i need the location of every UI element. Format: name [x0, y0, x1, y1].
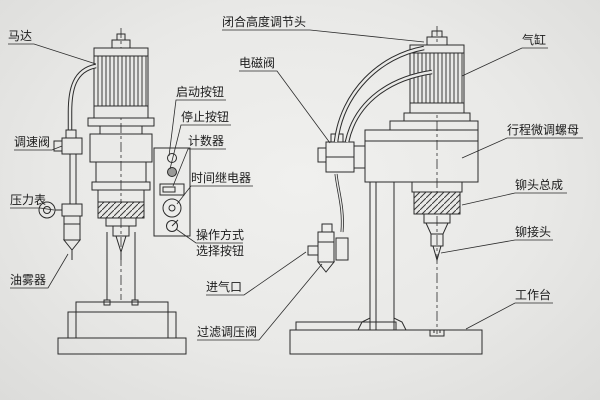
label-stop-button: 停止按钮 [181, 109, 229, 124]
pressure-gauge-dial [38, 201, 56, 219]
left-head [89, 125, 153, 306]
filter-regulator-unit [307, 173, 349, 273]
label-mode-line2: 选择按钮 [196, 243, 244, 258]
label-rivet-head-assembly: 铆头总成 [515, 177, 563, 192]
left-tool-point [115, 235, 127, 254]
rivet-head-hatched [413, 191, 461, 215]
left-hose [67, 63, 97, 130]
leader-mode-selector [175, 228, 243, 244]
right-base [289, 321, 483, 355]
left-base [57, 301, 187, 355]
regulator-knob[interactable] [321, 223, 333, 233]
mode-selector-switch[interactable] [166, 220, 178, 232]
label-time-relay: 时间继电器 [191, 171, 251, 185]
label-solenoid-valve: 电磁阀 [239, 55, 275, 70]
label-filter-regulator: 过滤调压阀 [197, 325, 257, 339]
stop-button[interactable] [167, 167, 177, 177]
leader-air-cylinder [461, 47, 548, 77]
air-hoses [333, 45, 433, 143]
air-cylinder-body [403, 30, 471, 122]
label-worktable: 工作台 [515, 287, 551, 302]
left-machine [38, 28, 191, 355]
speed-valve-body [61, 137, 83, 155]
worktable-t-slot [429, 330, 445, 337]
label-oil-mister: 油雾器 [10, 273, 46, 287]
label-rivet-joint: 铆接头 [515, 224, 551, 239]
label-pressure-gauge: 压力表 [10, 193, 46, 207]
leader-solenoid-valve [239, 70, 331, 144]
left-motor [87, 33, 155, 127]
left-rivet-head [97, 201, 145, 219]
counter-display [159, 183, 185, 196]
label-speed-valve: 调速阀 [14, 135, 50, 149]
label-mode-line1: 操作方式 [196, 227, 244, 242]
time-relay-dial[interactable] [162, 198, 182, 218]
label-stroke-fine-nut: 行程微调螺母 [507, 122, 579, 137]
leader-lines [8, 29, 583, 341]
label-air-cylinder: 气缸 [522, 32, 546, 47]
filter-bowl [317, 231, 335, 263]
leader-speed-valve [14, 145, 63, 151]
left-air-prep [38, 63, 97, 260]
leader-worktable [465, 302, 553, 330]
solenoid-valve [317, 133, 355, 173]
speed-valve-knob[interactable] [53, 140, 63, 152]
leader-close-height-adjuster [222, 29, 425, 43]
rivet-head-assembly-parts [411, 181, 463, 262]
label-motor: 马达 [8, 29, 32, 43]
label-counter: 计数器 [188, 133, 224, 148]
label-air-inlet: 进气口 [206, 279, 242, 294]
leader-rivet-head-assembly [461, 192, 567, 206]
right-head [353, 120, 479, 183]
air-inlet-fitting [307, 245, 319, 256]
label-close-height-adjuster: 闭合高度调节头 [222, 14, 306, 29]
oil-mister-bowl [63, 215, 81, 241]
rivet-tool-point [432, 245, 442, 262]
leader-motor [8, 43, 97, 65]
leader-oil-mister [10, 253, 69, 289]
leader-filter-regulator [197, 263, 323, 341]
right-machine [289, 26, 483, 355]
leader-air-inlet [206, 251, 307, 296]
leader-pressure-gauge [10, 207, 55, 211]
leader-stroke-fine-nut [461, 137, 583, 159]
leader-time-relay [176, 185, 253, 205]
leader-stop-button [169, 124, 231, 170]
labels: 马达 调速阀 压力表 油雾器 启动按钮 停止按钮 计数器 时间继电器 操作方式 … [8, 14, 579, 339]
leader-rivet-joint [440, 239, 553, 254]
leader-counter [172, 148, 226, 187]
leader-start-button [168, 99, 226, 157]
right-column [357, 181, 407, 331]
label-start-button: 启动按钮 [176, 84, 224, 99]
